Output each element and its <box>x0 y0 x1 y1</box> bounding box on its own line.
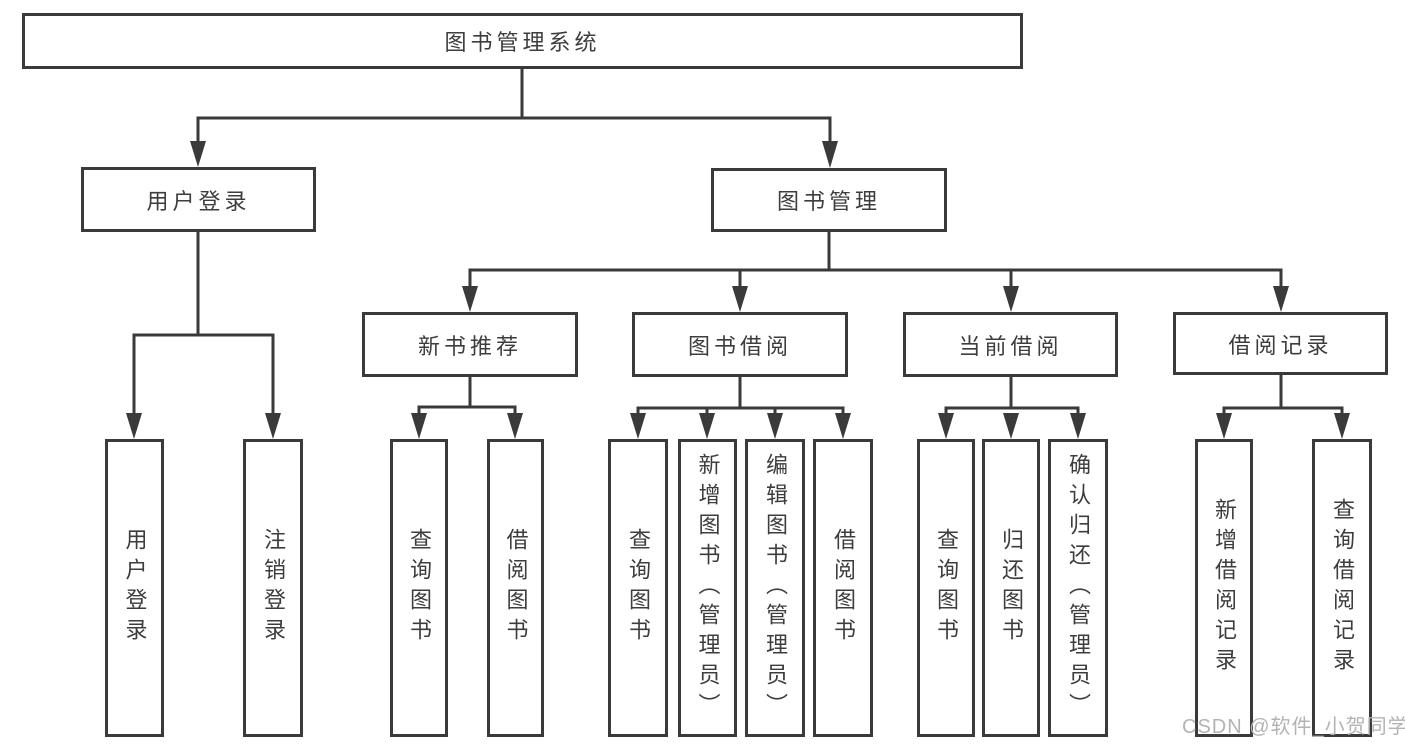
arrowhead <box>190 141 206 167</box>
node-label: 新书推荐 <box>417 333 522 359</box>
arrowhead <box>126 413 142 439</box>
leaf-label: 查询借阅记录 <box>1330 498 1355 678</box>
arrowhead <box>732 286 748 312</box>
leaf-borrowing-add-books-admin: 新增图书（管理员） <box>678 439 737 737</box>
node-label: 图书管理系统 <box>444 30 601 55</box>
node-label: 用户登录 <box>146 188 251 214</box>
leaf-label: 用户登录 <box>122 528 148 648</box>
arrowhead <box>265 413 281 439</box>
leaf-label: 编辑图书（管理员） <box>763 453 788 723</box>
arrowhead <box>1334 413 1350 439</box>
arrowhead <box>462 286 478 312</box>
leaf-label: 查询图书 <box>407 528 432 648</box>
leaf-borrowing-edit-books-admin: 编辑图书（管理员） <box>745 439 805 737</box>
connector-line <box>1222 373 1344 417</box>
leaf-label: 归还图书 <box>999 528 1024 648</box>
connector-line <box>944 375 1080 417</box>
leaf-borrowing-borrow-books: 借阅图书 <box>813 439 873 737</box>
connector-line <box>468 230 1283 290</box>
arrowhead <box>822 141 838 168</box>
leaf-logout: 注销登录 <box>243 439 303 737</box>
connector-new-book-rec-to-leaves <box>411 375 523 439</box>
arrowhead <box>411 413 427 439</box>
node-label: 当前借阅 <box>958 333 1063 359</box>
arrowhead <box>630 413 646 439</box>
leaf-label: 借阅图书 <box>831 528 856 648</box>
connector-line <box>132 230 275 417</box>
arrowhead <box>507 413 523 439</box>
node-library-management-system: 图书管理系统 <box>22 13 1023 69</box>
leaf-label: 查询图书 <box>626 528 651 648</box>
leaf-newrec-borrow-books: 借阅图书 <box>487 439 544 737</box>
connector-book-borrowing-to-leaves <box>630 375 851 439</box>
node-label: 图书借阅 <box>687 333 792 359</box>
node-borrowing-records: 借阅记录 <box>1173 312 1388 375</box>
connector-root-to-level1 <box>190 67 838 168</box>
node-book-management: 图书管理 <box>711 168 947 232</box>
node-user-login: 用户登录 <box>81 167 316 232</box>
leaf-records-query-record: 查询借阅记录 <box>1312 439 1372 737</box>
node-book-borrowing: 图书借阅 <box>632 312 848 377</box>
node-label: 图书管理 <box>776 189 881 214</box>
leaf-borrowing-query-books: 查询图书 <box>608 439 668 737</box>
connector-book-management-to-level2 <box>462 230 1289 312</box>
leaf-user-login: 用户登录 <box>105 439 164 737</box>
connector-current-borrowing-to-leaves <box>938 375 1086 439</box>
leaf-label: 查询图书 <box>934 528 959 648</box>
arrowhead <box>1273 286 1289 312</box>
leaf-current-query-books: 查询图书 <box>917 439 975 737</box>
arrowhead <box>767 413 783 439</box>
node-label: 借阅记录 <box>1228 332 1333 358</box>
connector-borrowing-records-to-leaves <box>1216 373 1350 439</box>
arrowhead <box>1003 286 1019 312</box>
connector-line <box>417 375 517 417</box>
connector-user-login-to-leaves <box>126 230 281 439</box>
leaf-label: 借阅图书 <box>503 528 529 648</box>
leaf-label: 注销登录 <box>261 528 286 648</box>
leaf-label: 确认归还（管理员） <box>1066 453 1091 723</box>
csdn-watermark: CSDN @软件_小贺同学 <box>1182 716 1405 738</box>
leaf-records-add-record: 新增借阅记录 <box>1195 439 1253 737</box>
leaf-label: 新增图书（管理员） <box>695 453 721 723</box>
node-new-book-recommendation: 新书推荐 <box>362 312 578 377</box>
connector-line <box>636 375 845 417</box>
arrowhead <box>1216 413 1232 439</box>
arrowhead <box>699 413 715 439</box>
arrowhead <box>1070 413 1086 439</box>
leaf-current-return-books: 归还图书 <box>982 439 1040 737</box>
arrowhead <box>938 413 954 439</box>
arrowhead <box>1003 413 1019 439</box>
leaf-label: 新增借阅记录 <box>1212 498 1237 678</box>
connector-line <box>196 67 832 145</box>
leaf-current-confirm-return-admin: 确认归还（管理员） <box>1048 439 1108 737</box>
arrowhead <box>835 413 851 439</box>
node-current-borrowing: 当前借阅 <box>903 312 1118 377</box>
leaf-newrec-query-books: 查询图书 <box>390 439 448 737</box>
